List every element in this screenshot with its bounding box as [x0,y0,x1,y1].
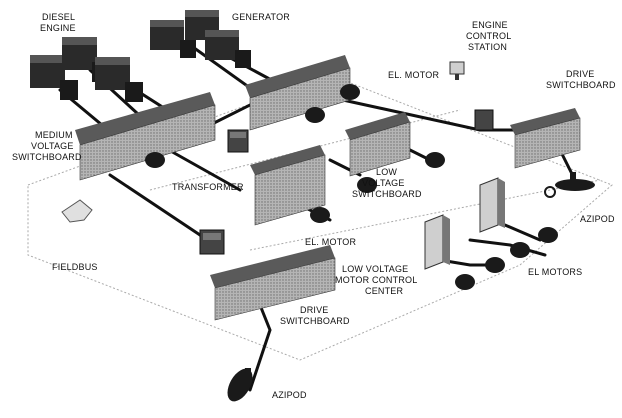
el-motor [425,152,445,168]
label-azipod-bottom: AZIPOD [272,390,307,400]
label-el-motor-mid: EL. MOTOR [305,237,356,247]
label-engine-control-station: ENGINE CONTROL STATION [466,20,514,52]
fieldbus-node-icon [62,200,92,222]
label-drive-switchboard-right: DRIVE SWITCHBOARD [546,69,616,90]
label-azipod-right: AZIPOD [580,214,615,224]
el-motor [145,152,165,168]
label-el-motor-top: EL. MOTOR [388,70,439,80]
el-motor [305,107,325,123]
el-motor [310,207,330,223]
transformer [228,130,248,152]
el-motor [510,242,530,258]
el-motor [538,227,558,243]
engine-control-station [450,62,464,80]
drive-switchboard-right [510,108,580,168]
label-medium-voltage-switchboard: MEDIUM VOLTAGE SWITCHBOARD [12,130,82,162]
label-el-motors: EL MOTORS [528,267,582,277]
medium-voltage-switchboard [75,92,215,180]
label-diesel-engine: DIESEL ENGINE [40,12,78,33]
top-switchboard [245,55,350,130]
label-drive-switchboard-bottom: DRIVE SWITCHBOARD [280,305,350,326]
label-generator: GENERATOR [232,12,290,22]
label-transformer: TRANSFORMER [172,182,244,192]
el-motor [485,257,505,273]
diesel-engines [30,37,143,102]
el-motor [455,274,475,290]
motor-control-center-2 [425,215,450,269]
motor-control-center-1 [480,178,505,232]
transformer-bottom [200,230,224,254]
label-low-voltage-mcc: LOW VOLTAGE MOTOR CONTROL CENTER [335,264,420,296]
transformer-right [475,110,493,130]
label-fieldbus: FIELDBUS [52,262,98,272]
el-motor [340,84,360,100]
